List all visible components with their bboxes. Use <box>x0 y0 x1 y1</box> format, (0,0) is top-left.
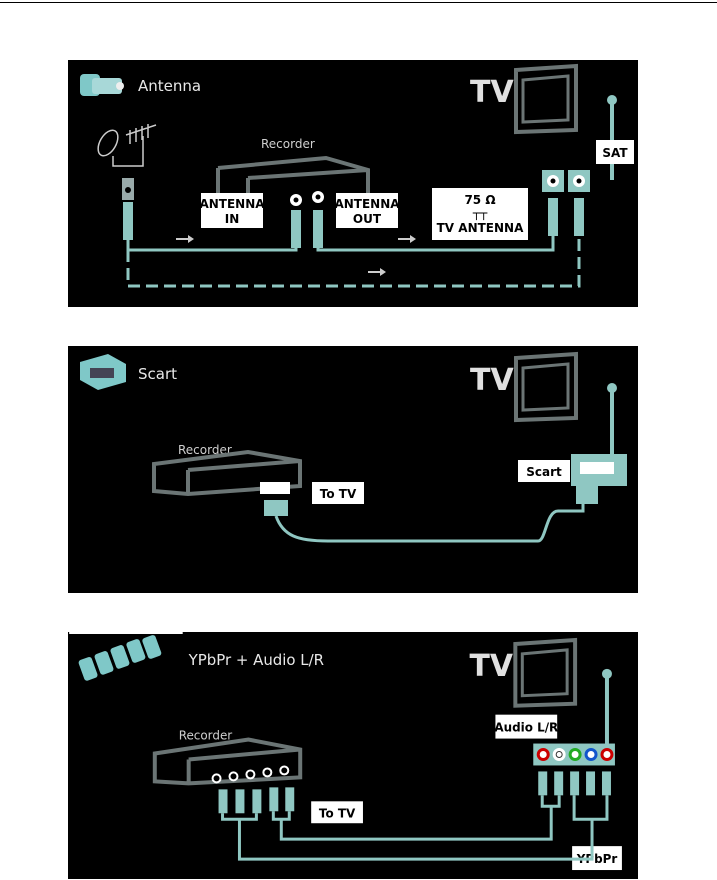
svg-text:IN: IN <box>225 212 240 226</box>
antenna-in-callout: ANTENNA IN <box>199 193 265 228</box>
scart-connection-diagram: Scart TV Recorder To TV Scart <box>68 346 638 593</box>
tv-icon <box>514 351 578 423</box>
recorder-device <box>152 737 303 786</box>
svg-text:75 Ω: 75 Ω <box>464 193 495 207</box>
tv-component-ports <box>533 743 615 766</box>
signal-direction-arrows <box>176 235 416 276</box>
recorder-device <box>216 155 370 195</box>
svg-text:Audio L/R: Audio L/R <box>494 721 558 735</box>
to-tv-callout: To TV <box>311 801 363 824</box>
tv-label: TV <box>470 75 514 110</box>
svg-text:To TV: To TV <box>320 487 357 501</box>
recorder-label: Recorder <box>178 443 232 457</box>
recorder-scart-port <box>260 482 290 494</box>
panel-title: Antenna <box>138 77 201 95</box>
antenna-out-callout: ANTENNA OUT <box>334 193 400 228</box>
svg-text:YPbPr: YPbPr <box>576 852 618 866</box>
svg-text:SAT: SAT <box>602 146 628 160</box>
wall-socket-icon <box>122 178 134 200</box>
tv-antenna-jacks <box>542 170 590 192</box>
panel-title: Scart <box>138 365 177 383</box>
page-header-rule <box>0 2 717 3</box>
to-tv-callout: To TV <box>312 482 364 504</box>
recorder-antenna-jacks <box>290 191 324 206</box>
recorder-label: Recorder <box>179 729 233 743</box>
ypbpr-connection-diagram: YPbPr + Audio L/R TV Recorder To TV Audi… <box>68 632 638 879</box>
tv-icon <box>513 637 578 708</box>
svg-text:TV ANTENNA: TV ANTENNA <box>437 221 524 235</box>
svg-text:OUT: OUT <box>353 212 382 226</box>
antenna-cables <box>123 198 584 288</box>
component-cables-icon <box>78 635 162 681</box>
svg-text:ANTENNA: ANTENNA <box>199 197 265 211</box>
recorder-label: Recorder <box>261 137 315 151</box>
audio-lr-callout: Audio L/R <box>494 714 558 739</box>
recorder-ports <box>211 765 290 784</box>
svg-text:Scart: Scart <box>526 465 562 479</box>
antenna-connection-diagram: Antenna TV Recorder ANTENNA IN ANTENNA O… <box>68 60 638 307</box>
satellite-dish-icon <box>97 124 157 167</box>
antenna-connector-icon <box>80 74 124 96</box>
tv-icon <box>514 63 578 135</box>
recorder-device <box>152 449 302 497</box>
svg-text:ANTENNA: ANTENNA <box>334 197 400 211</box>
tv-antenna-callout: 75 Ω ┬┬ TV ANTENNA <box>432 188 528 240</box>
scart-connector-icon <box>80 354 126 390</box>
scart-cable <box>264 486 598 543</box>
tv-label: TV <box>470 649 513 684</box>
scart-callout: Scart <box>518 460 570 482</box>
tv-scart-port <box>571 454 627 486</box>
sat-callout: SAT <box>596 140 634 164</box>
component-cables <box>218 771 611 861</box>
tv-label: TV <box>470 363 514 398</box>
panel-title: YPbPr + Audio L/R <box>188 651 324 669</box>
ypbpr-callout: YPbPr <box>572 846 622 871</box>
svg-text:┬┬: ┬┬ <box>472 206 488 220</box>
svg-text:To TV: To TV <box>319 806 356 820</box>
